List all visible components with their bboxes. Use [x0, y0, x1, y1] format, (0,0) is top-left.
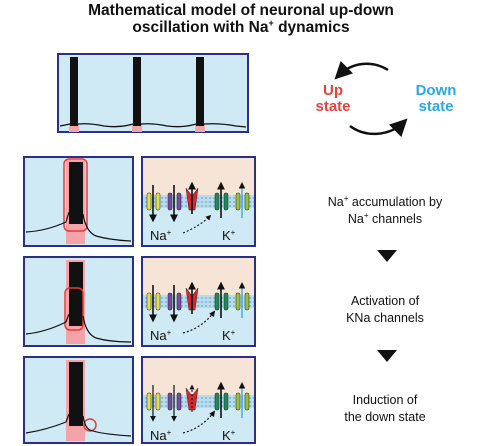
svg-text:Na+: Na+ [150, 428, 172, 443]
svg-text:K+: K+ [222, 228, 236, 243]
trace-panel-3 [23, 356, 134, 444]
chevron-down-icon [377, 350, 397, 362]
ion-channel-icon [146, 287, 250, 311]
trace-panel-1 [23, 156, 134, 247]
channel-panel-2: Na+ K+ [141, 256, 256, 347]
channel-panel-3: Na+ K+ [141, 356, 256, 444]
figure-title: Mathematical model of neuronal up-down o… [0, 2, 482, 36]
ion-channel-icon [146, 187, 250, 211]
svg-text:K+: K+ [222, 428, 236, 443]
svg-text:Na+: Na+ [150, 228, 172, 243]
title-line-2: oscillation with Na+ dynamics [132, 17, 350, 36]
channel-panel-1: Na+ K+ [141, 156, 256, 247]
step-down-state-induction: Induction of the down state [344, 393, 426, 424]
trace-panel-2 [23, 256, 134, 347]
cycle-arrow-icon [334, 60, 408, 138]
chevron-down-icon [377, 250, 397, 262]
step-kna-activation: Activation of KNa channels [346, 294, 424, 325]
svg-text:Na+: Na+ [150, 328, 172, 343]
title-line-1: Mathematical model of neuronal up-down [88, 2, 394, 19]
svg-text:K+: K+ [222, 328, 236, 343]
overview-trace-panel [57, 53, 249, 133]
step-na-accumulation: Na+ accumulation by Na+ channels [327, 193, 443, 226]
